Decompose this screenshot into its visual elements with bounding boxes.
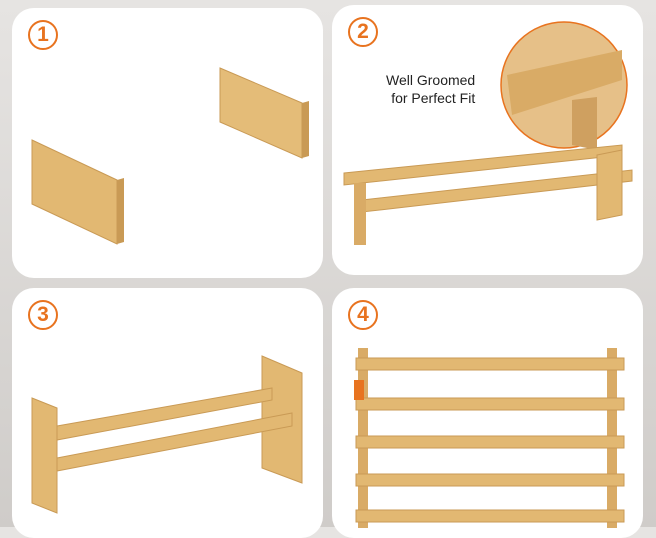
- step-1-panel: 1: [12, 8, 323, 278]
- step-4-panel: 4: [332, 288, 643, 538]
- step-3-panel: 3: [12, 288, 323, 538]
- step-number-badge: 2: [348, 17, 378, 47]
- finished-rack-image: [354, 348, 625, 528]
- fit-caption: Well Groomed for Perfect Fit: [386, 72, 476, 106]
- side-panels-image: [31, 67, 309, 245]
- step-2-panel: 2 Well Groomed for Perfect Fit: [332, 5, 643, 275]
- frame-with-detail-image: [343, 21, 633, 245]
- step-number-badge: 3: [28, 300, 58, 330]
- rack-assembly-image: [31, 355, 303, 514]
- step-number-badge: 4: [348, 300, 378, 330]
- step-number-badge: 1: [28, 20, 58, 50]
